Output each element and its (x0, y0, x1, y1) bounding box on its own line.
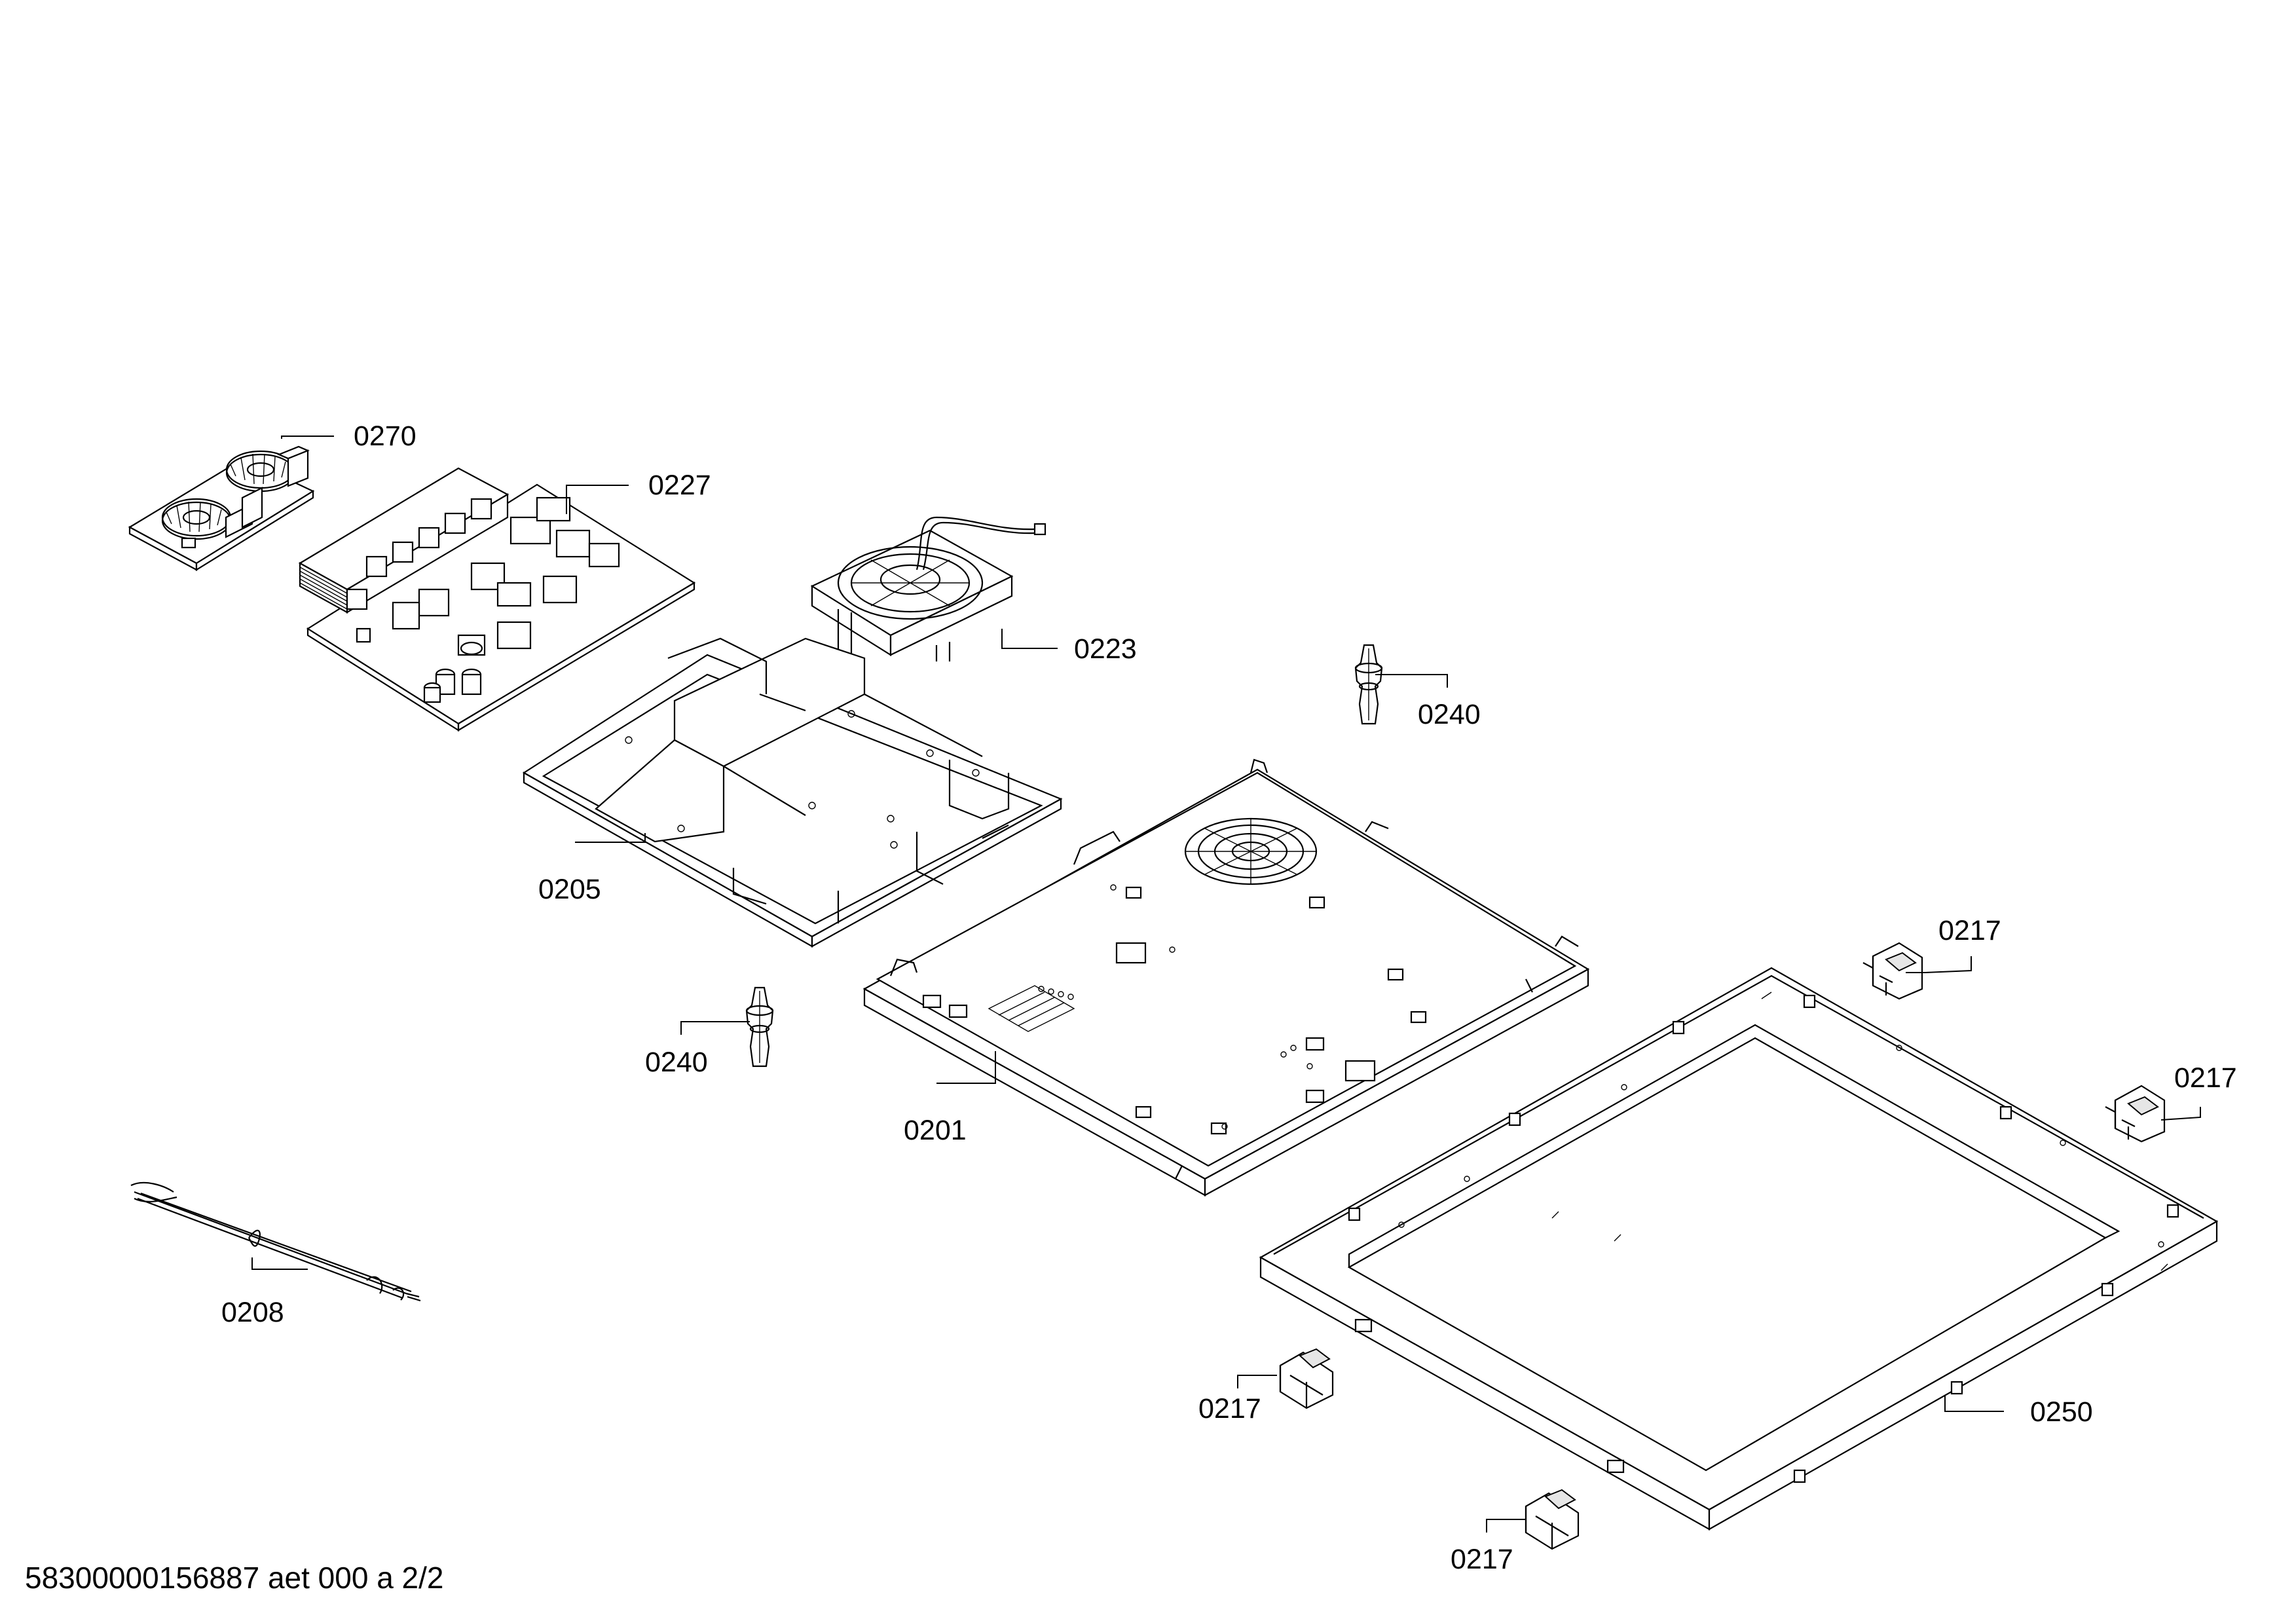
part-0217-clip-d (1525, 1489, 1580, 1550)
callout-0217-d: 0217 (1451, 1544, 1513, 1575)
part-0223-fan (810, 516, 1046, 661)
callout-0217-c: 0217 (1198, 1393, 1261, 1424)
document-reference: 58300000156887 aet 000 a 2/2 (25, 1561, 444, 1595)
part-0201-bottom-shell (862, 758, 1590, 1197)
part-0217-clip-a (1862, 942, 1923, 1000)
callout-0250: 0250 (2030, 1396, 2093, 1428)
part-0227-power-board (298, 467, 696, 732)
part-0217-clip-b (2105, 1085, 2166, 1143)
callout-0240-upper: 0240 (1418, 699, 1481, 730)
part-0250-outer-frame (1259, 967, 2219, 1531)
part-0217-clip-c (1279, 1348, 1334, 1409)
callout-0205: 0205 (538, 874, 601, 905)
part-0240-spacer-pin-upper (1354, 644, 1383, 725)
part-0240-spacer-pin-lower (745, 986, 774, 1068)
callout-0201: 0201 (904, 1115, 967, 1146)
callout-0227: 0227 (648, 470, 711, 501)
part-0208-wire-harness (130, 1181, 421, 1302)
callout-0217-a: 0217 (1938, 915, 2001, 946)
part-0270-filter-board (128, 445, 315, 571)
callout-0223: 0223 (1074, 633, 1137, 665)
callout-0208: 0208 (221, 1297, 284, 1328)
callout-0240-lower: 0240 (645, 1047, 708, 1078)
callout-0217-b: 0217 (2174, 1062, 2237, 1094)
callout-0270: 0270 (354, 420, 417, 452)
part-0205-housing-tray (522, 637, 1063, 948)
